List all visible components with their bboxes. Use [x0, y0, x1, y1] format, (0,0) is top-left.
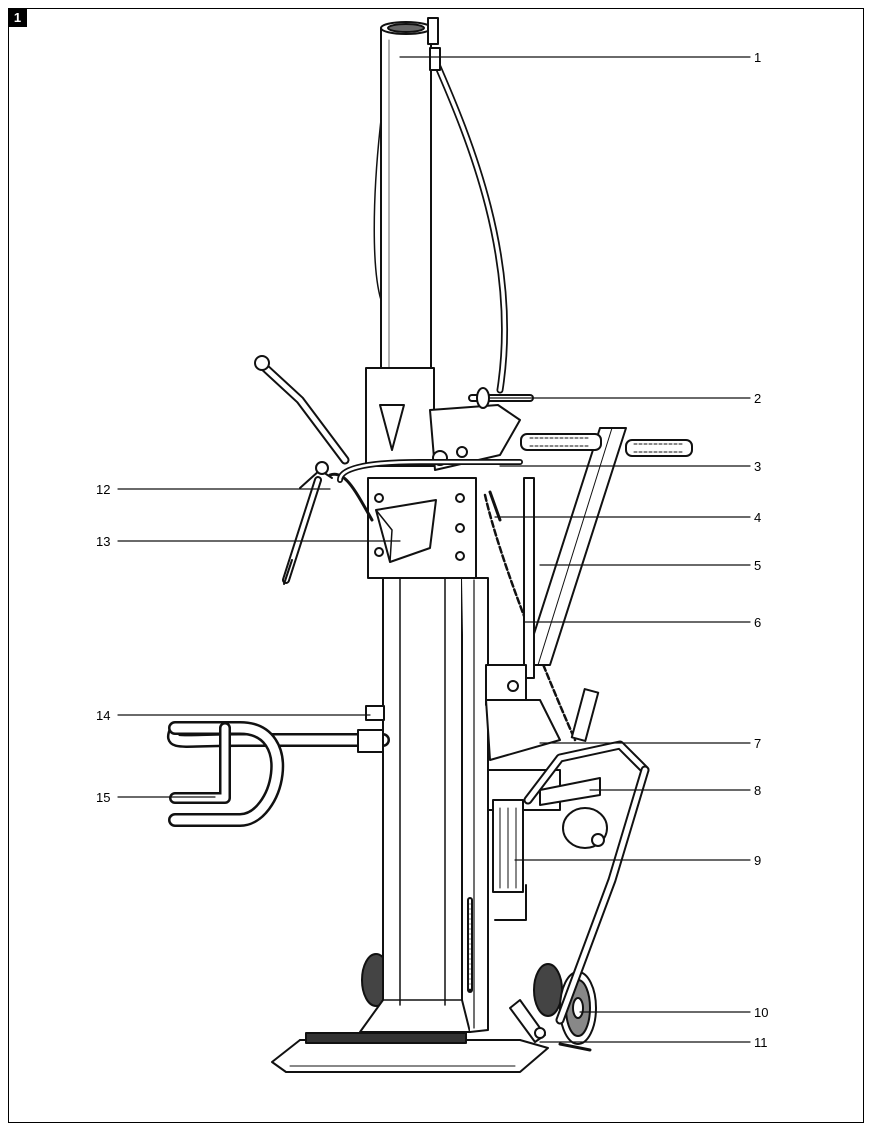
valve-block	[365, 367, 534, 471]
hydraulic-cylinder	[373, 21, 432, 374]
callout-12: 12	[96, 482, 110, 497]
left-control-lever	[254, 355, 374, 585]
safety-chain	[483, 490, 577, 742]
callout-2: 2	[754, 391, 761, 406]
splitting-wedge	[367, 477, 477, 579]
left-u-handle	[166, 705, 390, 827]
figure-number-badge: 1	[8, 8, 27, 27]
leader-lines	[117, 56, 751, 1043]
callout-8: 8	[754, 783, 761, 798]
lifting-frame	[509, 740, 650, 1043]
hydraulic-hose	[427, 17, 509, 394]
base-plate	[271, 1032, 549, 1073]
callout-10: 10	[754, 1005, 768, 1020]
callout-4: 4	[754, 510, 761, 525]
top-handle-rail	[337, 459, 523, 483]
callout-11: 11	[754, 1035, 768, 1050]
callout-1: 1	[754, 50, 761, 65]
transport-handle-frame	[520, 427, 693, 679]
callout-9: 9	[754, 853, 761, 868]
callout-6: 6	[754, 615, 761, 630]
callout-13: 13	[96, 534, 110, 549]
callout-labels: 1 2 3 4 5 6 7 8 9 10 11 12 13 14 15	[96, 50, 768, 1050]
callout-5: 5	[754, 558, 761, 573]
callout-15: 15	[96, 790, 110, 805]
callout-3: 3	[754, 459, 761, 474]
callout-14: 14	[96, 708, 110, 723]
figure-frame	[8, 8, 864, 1123]
callout-7: 7	[754, 736, 761, 751]
